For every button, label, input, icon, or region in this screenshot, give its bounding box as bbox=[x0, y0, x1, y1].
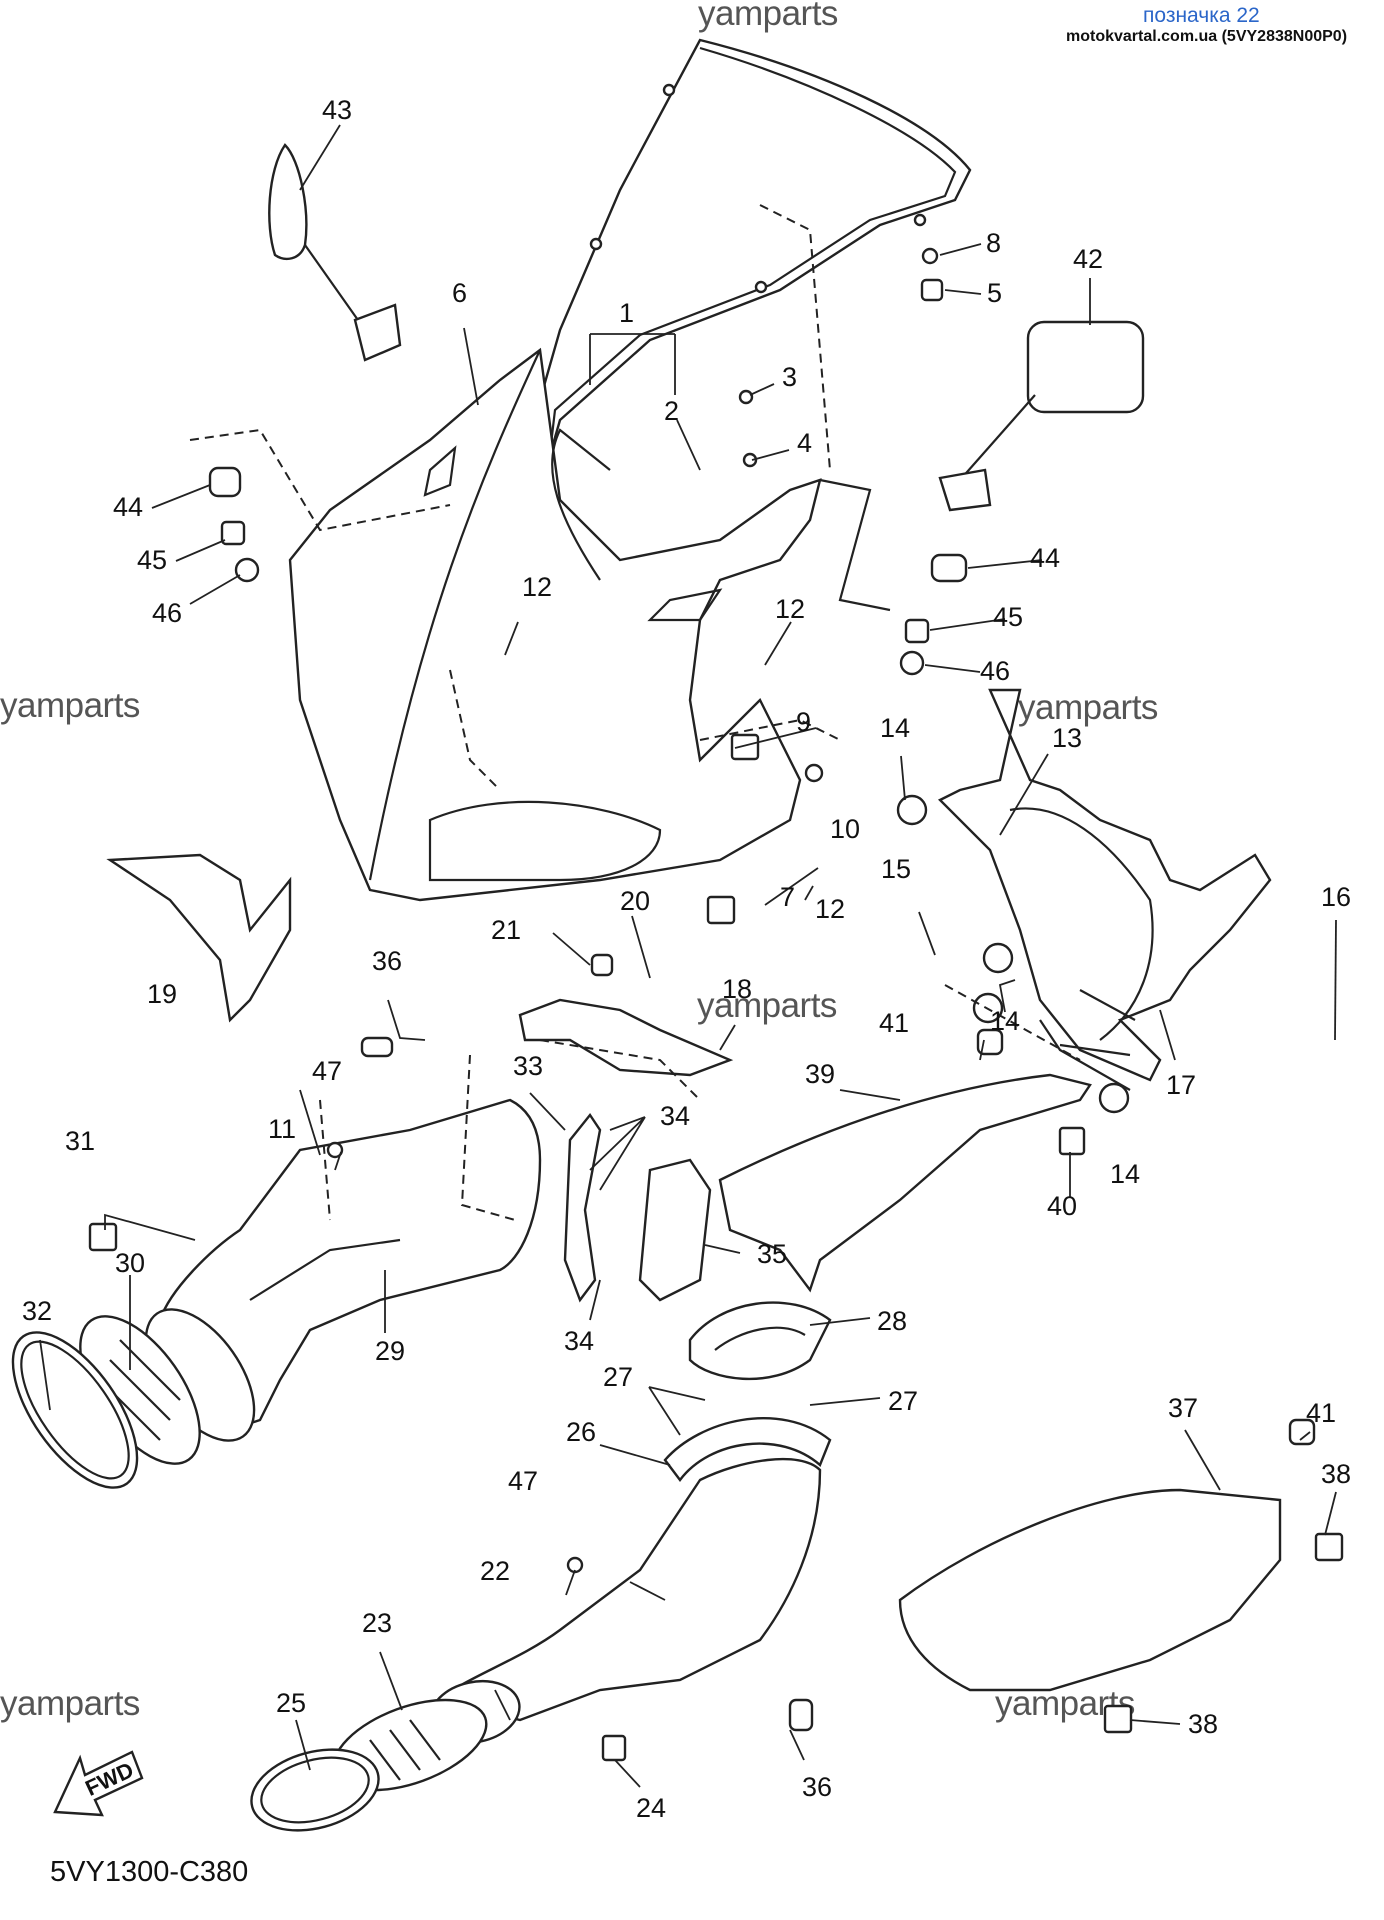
mirror-right-part bbox=[938, 320, 1145, 512]
callout-label: 30 bbox=[115, 1248, 145, 1278]
callout-label: 20 bbox=[620, 886, 650, 916]
callout-label: 14 bbox=[990, 1006, 1020, 1036]
callout-label: 19 bbox=[147, 979, 177, 1009]
header-link[interactable]: позначка 22 bbox=[1143, 4, 1260, 27]
inner-panel-37-part bbox=[898, 1488, 1282, 1692]
callout-label: 2 bbox=[664, 396, 679, 426]
intake-seal-right-part bbox=[250, 1748, 380, 1832]
watermark: yamparts bbox=[697, 986, 837, 1025]
duct-seal-upper-part bbox=[688, 1301, 832, 1381]
fasteners bbox=[88, 247, 1344, 1762]
callout-label: 12 bbox=[775, 594, 805, 624]
callout-label: 43 bbox=[322, 95, 352, 125]
callout-numbers: 1 2 3 4 5 6 7 8 9 10 11 12 12 12 13 14 1… bbox=[22, 95, 1351, 1823]
windscreen-part bbox=[518, 38, 972, 493]
cowling-stay-part bbox=[937, 688, 1272, 1091]
callout-label: 1 bbox=[619, 298, 634, 328]
callout-label: 5 bbox=[987, 278, 1002, 308]
callout-label: 4 bbox=[797, 428, 812, 458]
callout-label: 41 bbox=[879, 1008, 909, 1038]
callout-label: 42 bbox=[1073, 244, 1103, 274]
callout-label: 23 bbox=[362, 1608, 392, 1638]
front-cowling-part bbox=[288, 347, 891, 902]
callout-leaders bbox=[39, 124, 1337, 1788]
air-duct-left-part bbox=[144, 1098, 542, 1442]
watermark: yamparts bbox=[0, 1684, 140, 1723]
inner-panel-39-part bbox=[718, 1073, 1092, 1293]
callout-label: 40 bbox=[1047, 1191, 1077, 1221]
callout-label: 18 bbox=[722, 974, 752, 1004]
duct-cover-33-part bbox=[563, 1112, 602, 1303]
watermark: yamparts bbox=[698, 0, 838, 33]
callout-label: 38 bbox=[1188, 1709, 1218, 1739]
callout-label: 38 bbox=[1321, 1459, 1351, 1489]
callout-label: 46 bbox=[980, 656, 1010, 686]
diagram-code: 5VY1300-C380 bbox=[50, 1856, 249, 1888]
callout-label: 3 bbox=[782, 362, 797, 392]
callout-label: 36 bbox=[802, 1772, 832, 1802]
cover-19-part bbox=[106, 853, 292, 1023]
duct-bracket-35-part bbox=[638, 1158, 712, 1302]
callout-label: 16 bbox=[1321, 882, 1351, 912]
callout-label: 11 bbox=[268, 1114, 296, 1144]
callout-label: 25 bbox=[276, 1688, 306, 1718]
callout-label: 24 bbox=[636, 1793, 666, 1823]
mirror-left-part bbox=[268, 143, 402, 362]
callout-label: 36 bbox=[372, 946, 402, 976]
callout-label: 12 bbox=[815, 894, 845, 924]
callout-label: 10 bbox=[830, 814, 860, 844]
callout-label: 21 bbox=[491, 915, 521, 945]
callout-label: 15 bbox=[881, 854, 911, 884]
callout-label: 39 bbox=[805, 1059, 835, 1089]
callout-label: 37 bbox=[1168, 1393, 1198, 1423]
callout-label: 33 bbox=[513, 1051, 543, 1081]
callout-label: 27 bbox=[603, 1362, 633, 1392]
callout-label: 29 bbox=[375, 1336, 405, 1366]
cover-18-part bbox=[518, 998, 734, 1077]
callout-label: 47 bbox=[312, 1056, 342, 1086]
callout-label: 14 bbox=[1110, 1159, 1140, 1189]
callout-label: 34 bbox=[564, 1326, 594, 1356]
callout-label: 44 bbox=[1030, 543, 1060, 573]
watermark: yamparts bbox=[1018, 688, 1158, 727]
callout-label: 14 bbox=[880, 713, 910, 743]
callout-label: 45 bbox=[993, 602, 1023, 632]
callout-label: 32 bbox=[22, 1296, 52, 1326]
callout-label: 7 bbox=[780, 882, 795, 912]
callout-label: 35 bbox=[757, 1239, 787, 1269]
callout-label: 28 bbox=[877, 1306, 907, 1336]
callout-label: 46 bbox=[152, 598, 182, 628]
callout-label: 31 bbox=[65, 1126, 95, 1156]
callout-label: 27 bbox=[888, 1386, 918, 1416]
duct-seal-part bbox=[663, 1417, 832, 1482]
callout-label: 6 bbox=[452, 278, 467, 308]
callout-label: 17 bbox=[1166, 1070, 1196, 1100]
assembly-lines bbox=[189, 204, 1081, 1221]
callout-label: 44 bbox=[113, 492, 143, 522]
watermark: yamparts bbox=[0, 686, 140, 725]
header-source: motokvartal.com.ua (5VY2838N00P0) bbox=[1066, 28, 1348, 45]
callout-label: 34 bbox=[660, 1101, 690, 1131]
callout-label: 12 bbox=[522, 572, 552, 602]
callout-label: 9 bbox=[796, 707, 811, 737]
callout-label: 45 bbox=[137, 545, 167, 575]
callout-label: 47 bbox=[508, 1466, 538, 1496]
callout-label: 41 bbox=[1306, 1398, 1336, 1428]
callout-label: 8 bbox=[986, 228, 1001, 258]
fwd-arrow-icon: FWD bbox=[53, 1750, 144, 1817]
callout-label: 13 bbox=[1052, 723, 1082, 753]
callout-label: 26 bbox=[566, 1417, 596, 1447]
callout-label: 22 bbox=[480, 1556, 510, 1586]
air-duct-right-part bbox=[429, 1457, 822, 1744]
